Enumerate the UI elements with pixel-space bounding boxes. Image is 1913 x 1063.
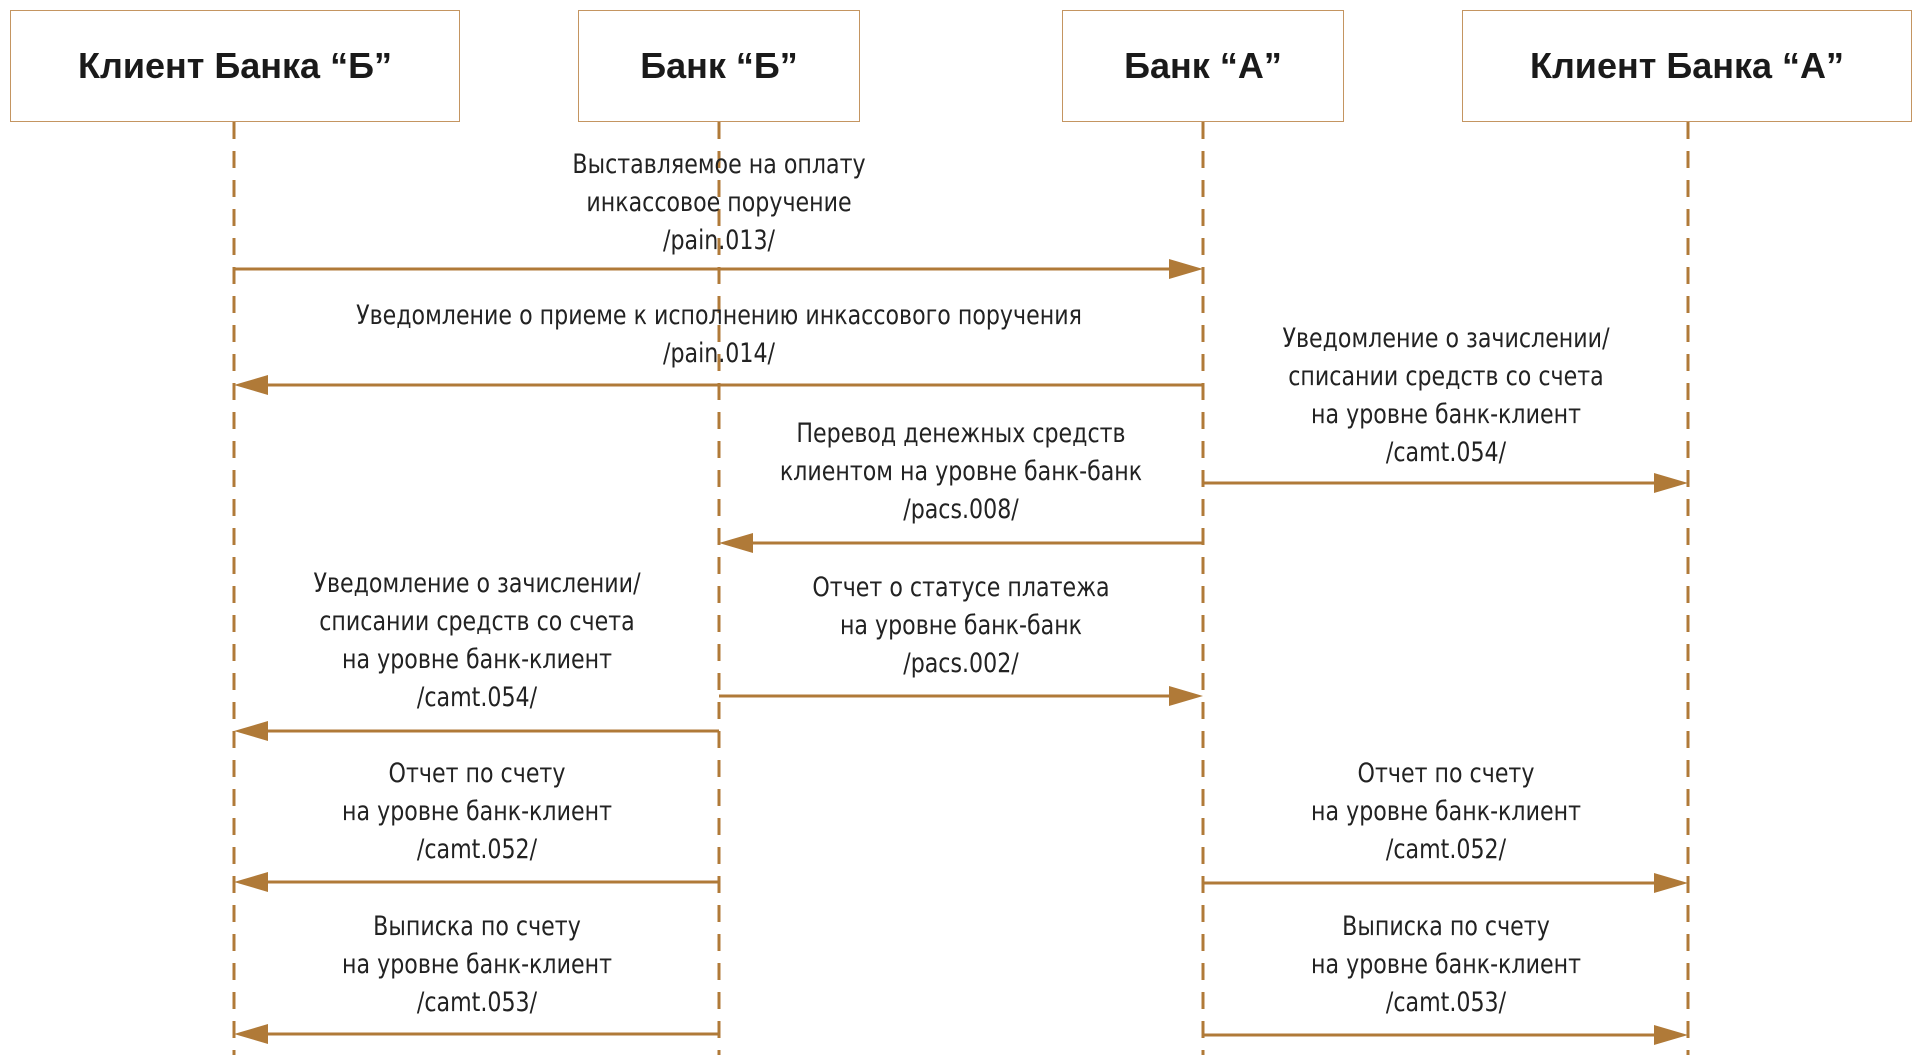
message-label-line: /pain.013/	[662, 225, 775, 256]
message-label-line: списании средств со счета	[318, 606, 635, 637]
message-label-line: клиентом на уровне банк-банк	[779, 456, 1143, 487]
message-label-line: списании средств со счета	[1287, 361, 1604, 392]
message-label-line: на уровне банк-клиент	[341, 644, 612, 675]
message-label-line: на уровне банк-клиент	[1310, 796, 1581, 827]
message-label-line: Выставляемое на оплату	[571, 149, 866, 180]
message-label-line: на уровне банк-клиент	[341, 949, 612, 980]
message-label-line: /camt.052/	[1385, 834, 1506, 865]
message-label-line: /camt.052/	[416, 834, 537, 865]
message-label: Уведомление о зачислении/списании средст…	[108, 565, 846, 717]
message-label: Выписка по счету на уровне банк-клиент/ca…	[108, 908, 846, 1022]
message-label-line: Перевод денежных средств	[796, 418, 1126, 449]
message-arrowhead	[234, 872, 268, 892]
message-arrowhead	[1654, 873, 1688, 893]
message-label-line: Отчет по счету	[1357, 758, 1534, 789]
message-label: Уведомление о зачислении/списании средст…	[1077, 320, 1815, 472]
message-arrowhead	[234, 1024, 268, 1044]
message-label-line: /camt.054/	[416, 682, 537, 713]
message-label-line: Выписка по счету	[1341, 911, 1550, 942]
message-arrowhead	[234, 721, 268, 741]
message-arrowhead	[1654, 473, 1688, 493]
message-arrowhead	[719, 533, 753, 553]
actor-box-client-a: Клиент Банка “А”	[1462, 10, 1912, 122]
message-arrowhead	[234, 375, 268, 395]
actor-box-bank-b: Банк “Б”	[578, 10, 860, 122]
message-arrowhead	[1654, 1025, 1688, 1045]
message-label-line: /pacs.008/	[903, 494, 1019, 525]
message-label-line: Уведомление о зачислении/	[312, 568, 641, 599]
actor-box-client-b: Клиент Банка “Б”	[10, 10, 460, 122]
message-label: Отчет по счету на уровне банк-клиент/camt…	[1077, 755, 1815, 869]
message-label-line: на уровне банк-клиент	[341, 796, 612, 827]
message-label: Отчет о статусе платежа на уровне банк-ба…	[592, 569, 1330, 683]
message-label-line: Уведомление о приеме к исполнению инкасс…	[355, 300, 1082, 331]
message-label-line: /camt.053/	[1385, 987, 1506, 1018]
message-label: Уведомление о приеме к исполнению инкасс…	[350, 297, 1088, 373]
message-label-line: на уровне банк-клиент	[1310, 399, 1581, 430]
message-arrowhead	[1169, 259, 1203, 279]
message-label: Выставляемое на оплату инкассовое поручен…	[350, 146, 1088, 260]
message-label-line: на уровне банк-банк	[839, 610, 1083, 641]
message-label-line: инкассовое поручение	[585, 187, 852, 218]
message-label-line: Уведомление о зачислении/	[1281, 323, 1610, 354]
message-label-line: Выписка по счету	[372, 911, 581, 942]
message-label-line: /camt.053/	[416, 987, 537, 1018]
message-label-line: /pain.014/	[662, 338, 775, 369]
message-label-line: на уровне банк-клиент	[1310, 949, 1581, 980]
message-label: Перевод денежных средств клиентом на уров…	[592, 415, 1330, 529]
message-arrowhead	[1169, 686, 1203, 706]
message-label-line: Отчет о статусе платежа	[812, 572, 1110, 603]
message-label: Выписка по счету на уровне банк-клиент/ca…	[1077, 908, 1815, 1022]
message-label-line: Отчет по счету	[388, 758, 565, 789]
message-label-line: /pacs.002/	[903, 648, 1019, 679]
message-label: Отчет по счету на уровне банк-клиент/camt…	[108, 755, 846, 869]
actor-box-bank-a: Банк “А”	[1062, 10, 1344, 122]
message-label-line: /camt.054/	[1385, 437, 1506, 468]
